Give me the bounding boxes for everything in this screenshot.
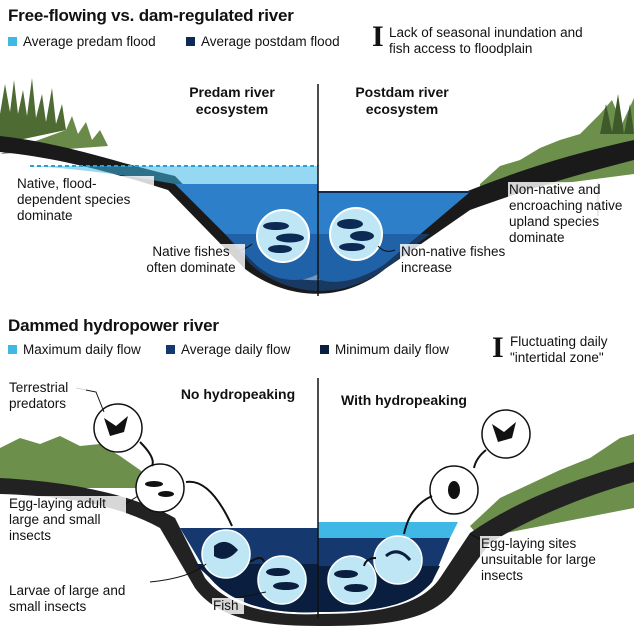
label-larvae: Larvae of large and small insects	[8, 583, 150, 615]
top-legend-postdam: Average postdam flood	[186, 34, 340, 49]
postdam-heading: Postdam river ecosystem	[355, 84, 449, 117]
larvae-circle	[201, 529, 251, 579]
left-vegetation	[0, 436, 160, 488]
terrestrial-predators-circle	[93, 403, 143, 453]
label-native-species: Native, flood-dependent species dominate	[16, 176, 154, 224]
legend-swatch-max	[8, 345, 17, 354]
legend-swatch-dark	[186, 37, 195, 46]
legend-swatch-light	[8, 37, 17, 46]
label-native-fishes: Native fishes often dominate	[137, 244, 245, 276]
label-fish: Fish	[212, 598, 244, 614]
leader-larvae	[149, 563, 207, 583]
terrestrial-predators-circle-right	[481, 409, 531, 459]
larvae-circle-right	[373, 535, 423, 585]
no-hydropeaking-heading: No hydropeaking	[180, 386, 296, 402]
cycle-arrows-left	[139, 441, 265, 563]
bottom-note-text: Fluctuating daily "intertidal zone"	[510, 334, 608, 365]
leader-fish	[235, 591, 267, 599]
top-legend-predam: Average predam flood	[8, 34, 156, 49]
top-panel-title: Free-flowing vs. dam-regulated river	[8, 6, 294, 25]
bottom-note-bar-glyph: I	[492, 331, 504, 364]
predam-heading: Predam river ecosystem	[189, 84, 275, 117]
legend-label: Average predam flood	[23, 34, 156, 49]
top-note-bar-glyph: I	[372, 20, 384, 53]
bottom-panel-title: Dammed hydropower river	[8, 316, 219, 335]
cycle-arrows-right	[363, 449, 487, 567]
with-hydropeaking-heading: With hydropeaking	[341, 392, 467, 408]
legend-label: Average postdam flood	[201, 34, 340, 49]
label-nonnative-fishes: Non-native fishes increase	[400, 244, 508, 276]
right-max-flow	[318, 522, 458, 538]
label-egg-sites: Egg-laying sites unsuitable for large in…	[480, 536, 610, 584]
leader-nonnative-fishes	[377, 245, 396, 252]
fish-circle-left	[257, 555, 307, 605]
legend-swatch-avg	[166, 345, 175, 354]
label-terrestrial-predators: Terrestrial predators	[8, 380, 86, 412]
adult-insects-circle	[135, 463, 185, 513]
legend-label: Maximum daily flow	[23, 342, 141, 357]
bottom-legend-max: Maximum daily flow	[8, 342, 141, 357]
nonnative-fish-circle	[329, 207, 383, 261]
egg-laying-sites-circle	[429, 465, 479, 515]
legend-swatch-min	[320, 345, 329, 354]
bottom-legend-avg: Average daily flow	[166, 342, 290, 357]
legend-label: Minimum daily flow	[335, 342, 450, 357]
top-note-text: Lack of seasonal inundation and fish acc…	[389, 25, 583, 56]
native-fish-circle	[256, 209, 310, 263]
top-river-diagram	[0, 78, 634, 296]
fish-circle-right	[327, 555, 377, 605]
legend-label: Average daily flow	[181, 342, 291, 357]
bottom-river-diagram	[0, 378, 634, 626]
label-egg-laying-adults: Egg-laying adult large and small insects	[8, 496, 126, 544]
bottom-legend-min: Minimum daily flow	[320, 342, 449, 357]
label-nonnative-upland: Non-native and encroaching native upland…	[508, 182, 632, 246]
